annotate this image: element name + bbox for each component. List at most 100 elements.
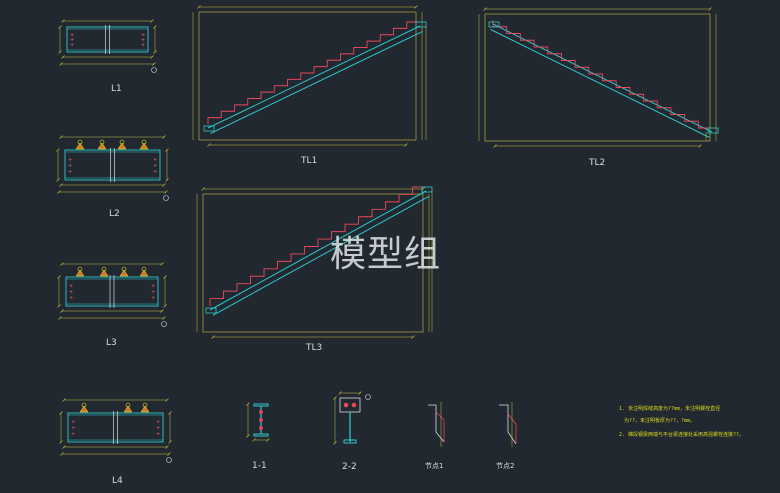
detail-1-drawing	[428, 402, 445, 447]
dimension-tick	[162, 316, 166, 320]
support-bolt	[141, 266, 147, 272]
dimension-tick	[56, 148, 60, 152]
bolt-mark: +	[68, 163, 72, 169]
support-bolt	[142, 402, 148, 408]
dimension-tick	[57, 275, 61, 279]
end-plate	[339, 397, 361, 413]
dimension-tick	[165, 148, 169, 152]
support-bolt	[119, 139, 125, 145]
dimension-tick	[163, 275, 167, 279]
bolt-mark: +	[71, 431, 75, 437]
dimension-tick	[338, 391, 342, 395]
support-bolt	[81, 402, 87, 408]
bolt-mark: +	[70, 33, 74, 39]
stair-frame	[484, 13, 711, 142]
dimension-tick	[163, 304, 167, 308]
bolt-mark: +	[69, 295, 73, 301]
section-marker	[163, 195, 169, 201]
label-L3: L3	[106, 338, 117, 348]
beam-outline	[65, 276, 159, 307]
support-bolt	[77, 266, 83, 272]
dimension-tick	[358, 391, 362, 395]
dimension-tick	[62, 398, 66, 402]
stair-bottom-plate	[488, 21, 500, 28]
beam-outline	[67, 412, 164, 443]
stringer-top	[209, 190, 427, 311]
flange-bottom	[253, 433, 269, 437]
bolt	[259, 418, 263, 422]
support-bracket	[99, 269, 109, 277]
note-line-1a: 1. 未注明焊缝高度为??mm，未注明螺栓直径	[619, 406, 721, 412]
watermark: 模型组	[330, 234, 442, 275]
support-bolt	[121, 266, 127, 272]
label-TL1: TL1	[301, 156, 318, 166]
weld-line	[435, 411, 445, 442]
support-bracket	[75, 269, 85, 277]
dimension-tick	[60, 452, 64, 456]
beam-L3-detail: ++++++	[57, 262, 167, 327]
stair-bottom-plate	[203, 125, 215, 132]
bolt-mark: +	[151, 295, 155, 301]
dimension-tick	[698, 144, 702, 148]
section-1-1-drawing	[246, 402, 270, 442]
bolt-mark: +	[156, 420, 160, 426]
dimension-tick	[483, 7, 487, 11]
stair-TL1-elevation	[192, 5, 427, 147]
bolt	[259, 410, 263, 414]
stringer-top	[207, 25, 421, 129]
beam-outline	[64, 149, 161, 181]
dimension-tick	[252, 438, 256, 442]
support-bracket	[139, 269, 149, 277]
section-2-2-drawing	[333, 391, 371, 445]
dimension-tick	[333, 396, 337, 400]
dimension-tick	[493, 144, 497, 148]
dimension-tick	[57, 190, 61, 194]
bolt-mark: +	[151, 284, 155, 290]
label-detail-1: 节点1	[425, 462, 444, 470]
support-bracket	[79, 405, 89, 413]
label-L4: L4	[112, 476, 123, 486]
dimension-tick	[333, 441, 337, 445]
stair-frame	[198, 11, 417, 141]
stair-bottom-plate	[205, 307, 217, 314]
dimension-tick	[59, 62, 63, 66]
dimension-tick	[167, 452, 171, 456]
support-bracket	[119, 269, 129, 277]
dimension-tick	[165, 178, 169, 182]
dimension-tick	[153, 25, 157, 29]
section-marker	[161, 321, 167, 327]
label-L2: L2	[109, 209, 120, 219]
dimension-tick	[60, 309, 64, 313]
dimension-tick	[160, 309, 164, 313]
support-bracket	[123, 405, 133, 413]
note-line-2: 2. 梯段钢梁两端与平台梁连接处采用高强螺栓连接??。	[619, 432, 745, 438]
dimension-tick	[150, 19, 154, 23]
stair-top-plate	[415, 21, 427, 28]
label-section-1-1: 1-1	[252, 461, 267, 471]
label-detail-2: 节点2	[496, 462, 515, 470]
dimension-tick	[152, 62, 156, 66]
bolt-mark: +	[153, 169, 157, 175]
stair-steps	[207, 21, 420, 124]
bolt-mark: +	[141, 33, 145, 39]
callout-marker	[365, 394, 371, 400]
dimension-tick	[411, 335, 415, 339]
detail-profile	[428, 404, 445, 443]
stair-top-plate	[707, 127, 719, 134]
dimension-tick	[165, 445, 169, 449]
bolt-mark: +	[141, 43, 145, 49]
dimension-tick	[246, 402, 250, 406]
label-TL3: TL3	[306, 343, 323, 353]
stair-TL2-elevation	[478, 7, 719, 148]
dimension-tick	[162, 135, 166, 139]
bolt-mark: +	[156, 431, 160, 437]
dimension-tick	[153, 50, 157, 54]
bolt-mark: +	[69, 290, 73, 296]
dimension-tick	[414, 5, 418, 9]
support-bracket	[140, 405, 150, 413]
detail-profile	[499, 404, 517, 445]
beam-L4-detail: ++++++	[59, 398, 172, 463]
support-bracket	[139, 142, 149, 150]
dimension-tick	[59, 411, 63, 415]
